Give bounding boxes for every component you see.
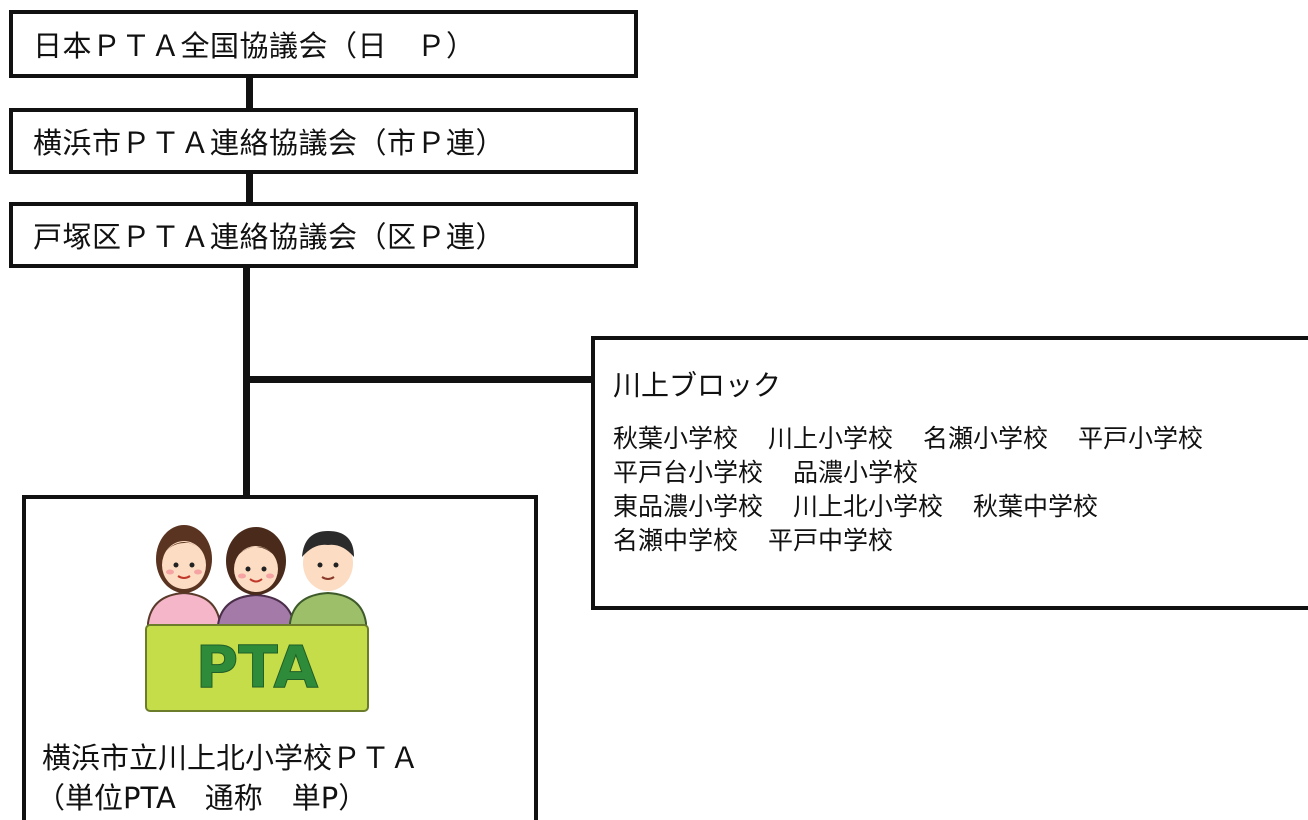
school-name: 品濃小学校 xyxy=(793,458,919,487)
school-name: 秋葉小学校 xyxy=(613,424,739,453)
school-name: 平戸小学校 xyxy=(1078,424,1204,453)
node-city-label: 横浜市ＰＴＡ連絡協議会（市Ｐ連） xyxy=(33,126,506,160)
node-ward-pta: 戸塚区ＰＴＡ連絡協議会（区Ｐ連） xyxy=(9,202,638,268)
school-row: 秋葉小学校川上小学校名瀬小学校平戸小学校 xyxy=(613,422,1203,456)
node-national-label: 日本ＰＴＡ全国協議会（日 Ｐ） xyxy=(33,29,476,63)
school-row: 東品濃小学校川上北小学校秋葉中学校 xyxy=(613,490,1203,524)
school-name: 名瀬小学校 xyxy=(923,424,1049,453)
node-national-pta: 日本ＰＴＡ全国協議会（日 Ｐ） xyxy=(9,10,638,78)
school-name: 川上小学校 xyxy=(768,424,894,453)
pta-banner-text: PTA xyxy=(196,633,319,701)
node-ward-label: 戸塚区ＰＴＡ連絡協議会（区Ｐ連） xyxy=(33,220,506,254)
pta-illustration: PTA xyxy=(145,525,369,712)
block-title: 川上ブロック xyxy=(613,369,782,402)
school-name: 東品濃小学校 xyxy=(613,492,764,521)
school-name: 名瀬中学校 xyxy=(613,526,739,555)
school-name: 秋葉中学校 xyxy=(973,492,1099,521)
block-box: 川上ブロック 秋葉小学校川上小学校名瀬小学校平戸小学校 平戸台小学校品濃小学校 … xyxy=(591,336,1308,610)
school-name: 平戸中学校 xyxy=(768,526,894,555)
pta-banner xyxy=(145,624,369,712)
connector-city-ward xyxy=(246,172,253,204)
school-name: 川上北小学校 xyxy=(793,492,944,521)
school-name: 平戸台小学校 xyxy=(613,458,764,487)
connector-branch-block xyxy=(250,376,591,383)
connector-ward-unit xyxy=(243,266,250,498)
school-row: 平戸台小学校品濃小学校 xyxy=(613,456,1203,490)
unit-alias: （単位PTA 通称 単P） xyxy=(36,781,368,815)
unit-name: 横浜市立川上北小学校ＰＴＡ xyxy=(42,741,420,775)
node-city-pta: 横浜市ＰＴＡ連絡協議会（市Ｐ連） xyxy=(9,108,638,174)
node-unit-pta: PTA 横浜市立川上北小学校ＰＴＡ （単位PTA 通称 単P） xyxy=(22,495,538,820)
connector-national-city xyxy=(246,76,253,110)
school-row: 名瀬中学校平戸中学校 xyxy=(613,524,1203,558)
school-list: 秋葉小学校川上小学校名瀬小学校平戸小学校 平戸台小学校品濃小学校 東品濃小学校川… xyxy=(613,422,1203,558)
